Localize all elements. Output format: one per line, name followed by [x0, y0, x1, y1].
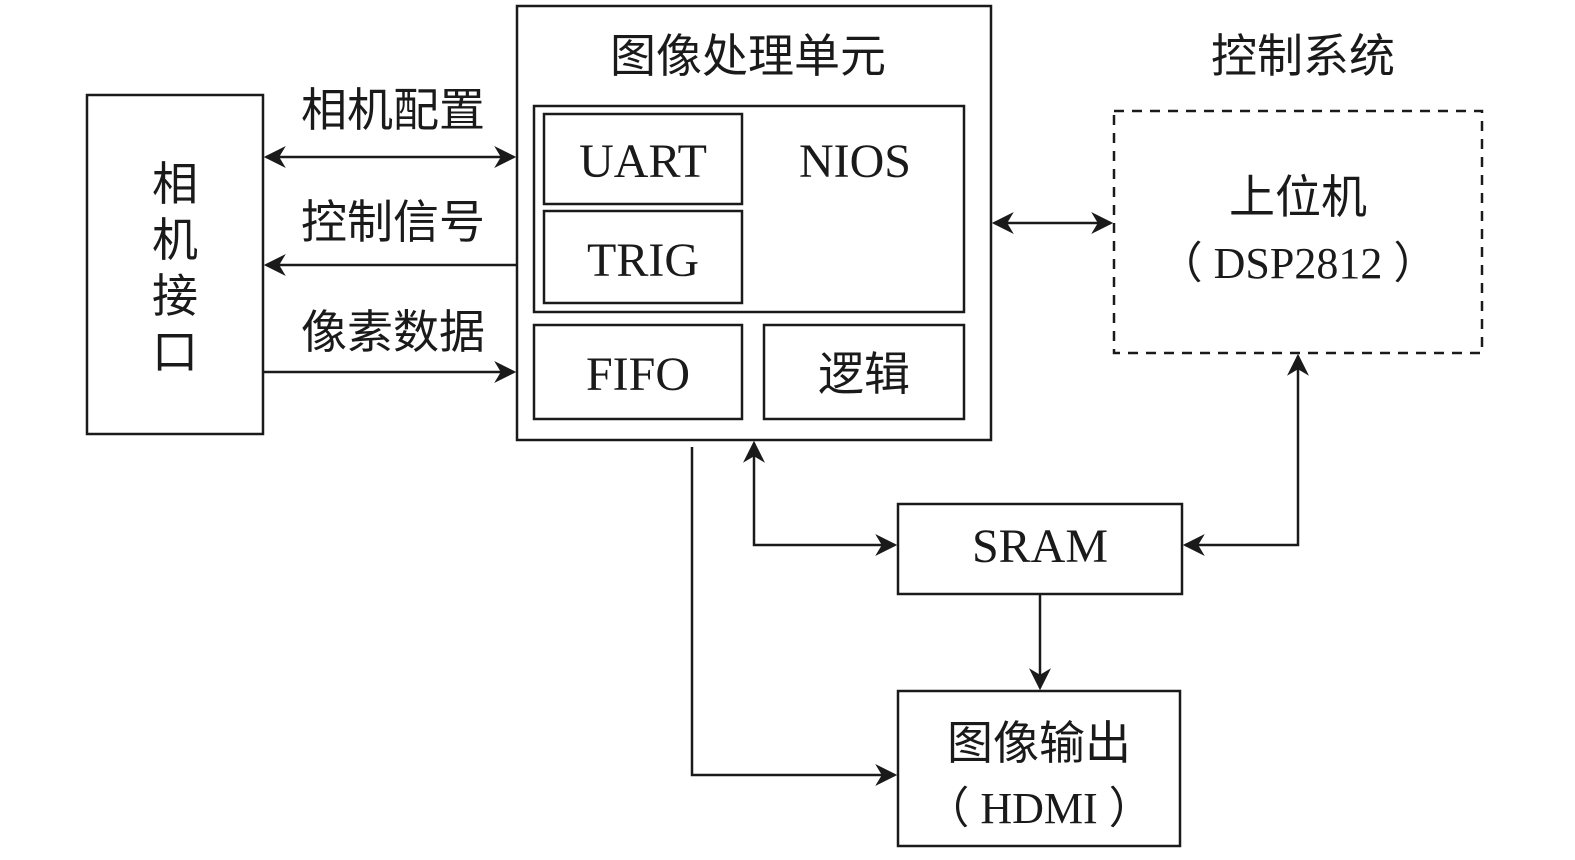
trig-label: TRIG: [587, 234, 699, 287]
camera-interface-char-2: 机: [152, 213, 198, 267]
pixel-data-label: 像素数据: [301, 305, 485, 359]
uart-box: [542, 112, 744, 206]
camera-interface-char-1: 相: [152, 157, 198, 211]
logic-box: [762, 323, 966, 421]
control-signal-label: 控制信号: [301, 195, 485, 249]
camera-interface-block: 相 机 接 口: [85, 93, 265, 436]
logic-label: 逻辑: [818, 347, 910, 401]
image-processing-unit-title: 图像处理单元: [610, 29, 886, 83]
image-output-block: 图像输出 （ HDMI ）: [896, 689, 1182, 848]
camera-interface-char-4: 口: [152, 325, 198, 379]
trig-box: [542, 209, 744, 305]
nios-group-box: [532, 104, 966, 314]
camera-signals: 相机配置 控制信号 像素数据: [263, 83, 517, 383]
uart-label: UART: [579, 135, 707, 188]
sram-label: SRAM: [972, 520, 1108, 573]
host-model-label: （ DSP2812 ）: [1159, 239, 1438, 288]
processing-sram-arrow: [743, 440, 898, 556]
control-system-dashed-box: [1112, 109, 1484, 355]
nios-label: NIOS: [799, 135, 911, 188]
camera-interface-char-3: 接: [152, 269, 198, 323]
control-system-block: 控制系统 上位机 （ DSP2812 ）: [1112, 29, 1484, 355]
image-processing-unit-block: 图像处理单元 NIOS UART TRIG FIFO 逻辑: [515, 4, 993, 442]
fifo-box: [532, 323, 744, 421]
fifo-label: FIFO: [586, 348, 690, 401]
image-output-label: 图像输出: [947, 716, 1131, 770]
image-output-interface-label: （ HDMI ）: [925, 784, 1152, 833]
sram-block: SRAM: [896, 502, 1184, 596]
host-label: 上位机: [1229, 170, 1367, 224]
control-system-title: 控制系统: [1211, 29, 1395, 83]
camera-config-label: 相机配置: [301, 83, 485, 137]
sram-control-arrow: [1182, 353, 1309, 556]
processing-output-arrow: [690, 447, 898, 786]
